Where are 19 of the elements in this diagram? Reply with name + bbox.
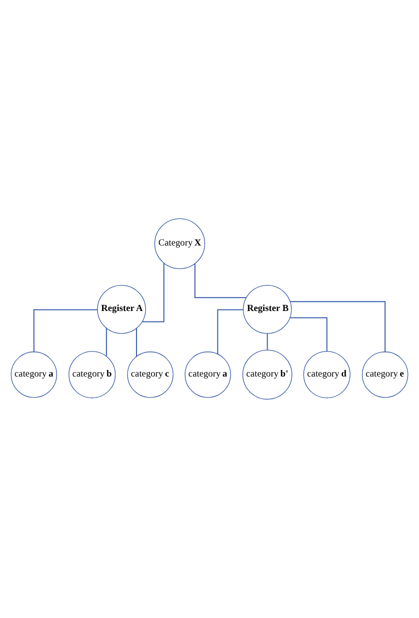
connector — [290, 317, 328, 352]
connector — [142, 263, 164, 322]
node-circle: category a — [10, 352, 58, 398]
node-circle: Register B — [242, 284, 292, 334]
connector — [290, 301, 386, 352]
node-circle: Register A — [97, 284, 146, 334]
node-circle: category b' — [242, 350, 292, 400]
connector — [33, 309, 98, 352]
connector — [266, 333, 268, 350]
connector — [136, 328, 137, 356]
connector — [106, 328, 107, 356]
connector — [217, 309, 244, 354]
node-circle: Category X — [154, 218, 206, 270]
node-circle: category a — [184, 352, 231, 398]
node-circle: category b — [68, 351, 116, 398]
connector — [194, 264, 246, 298]
node-circle: category e — [362, 352, 408, 398]
node-circle: category c — [127, 352, 174, 398]
node-circle: category d — [303, 351, 350, 398]
